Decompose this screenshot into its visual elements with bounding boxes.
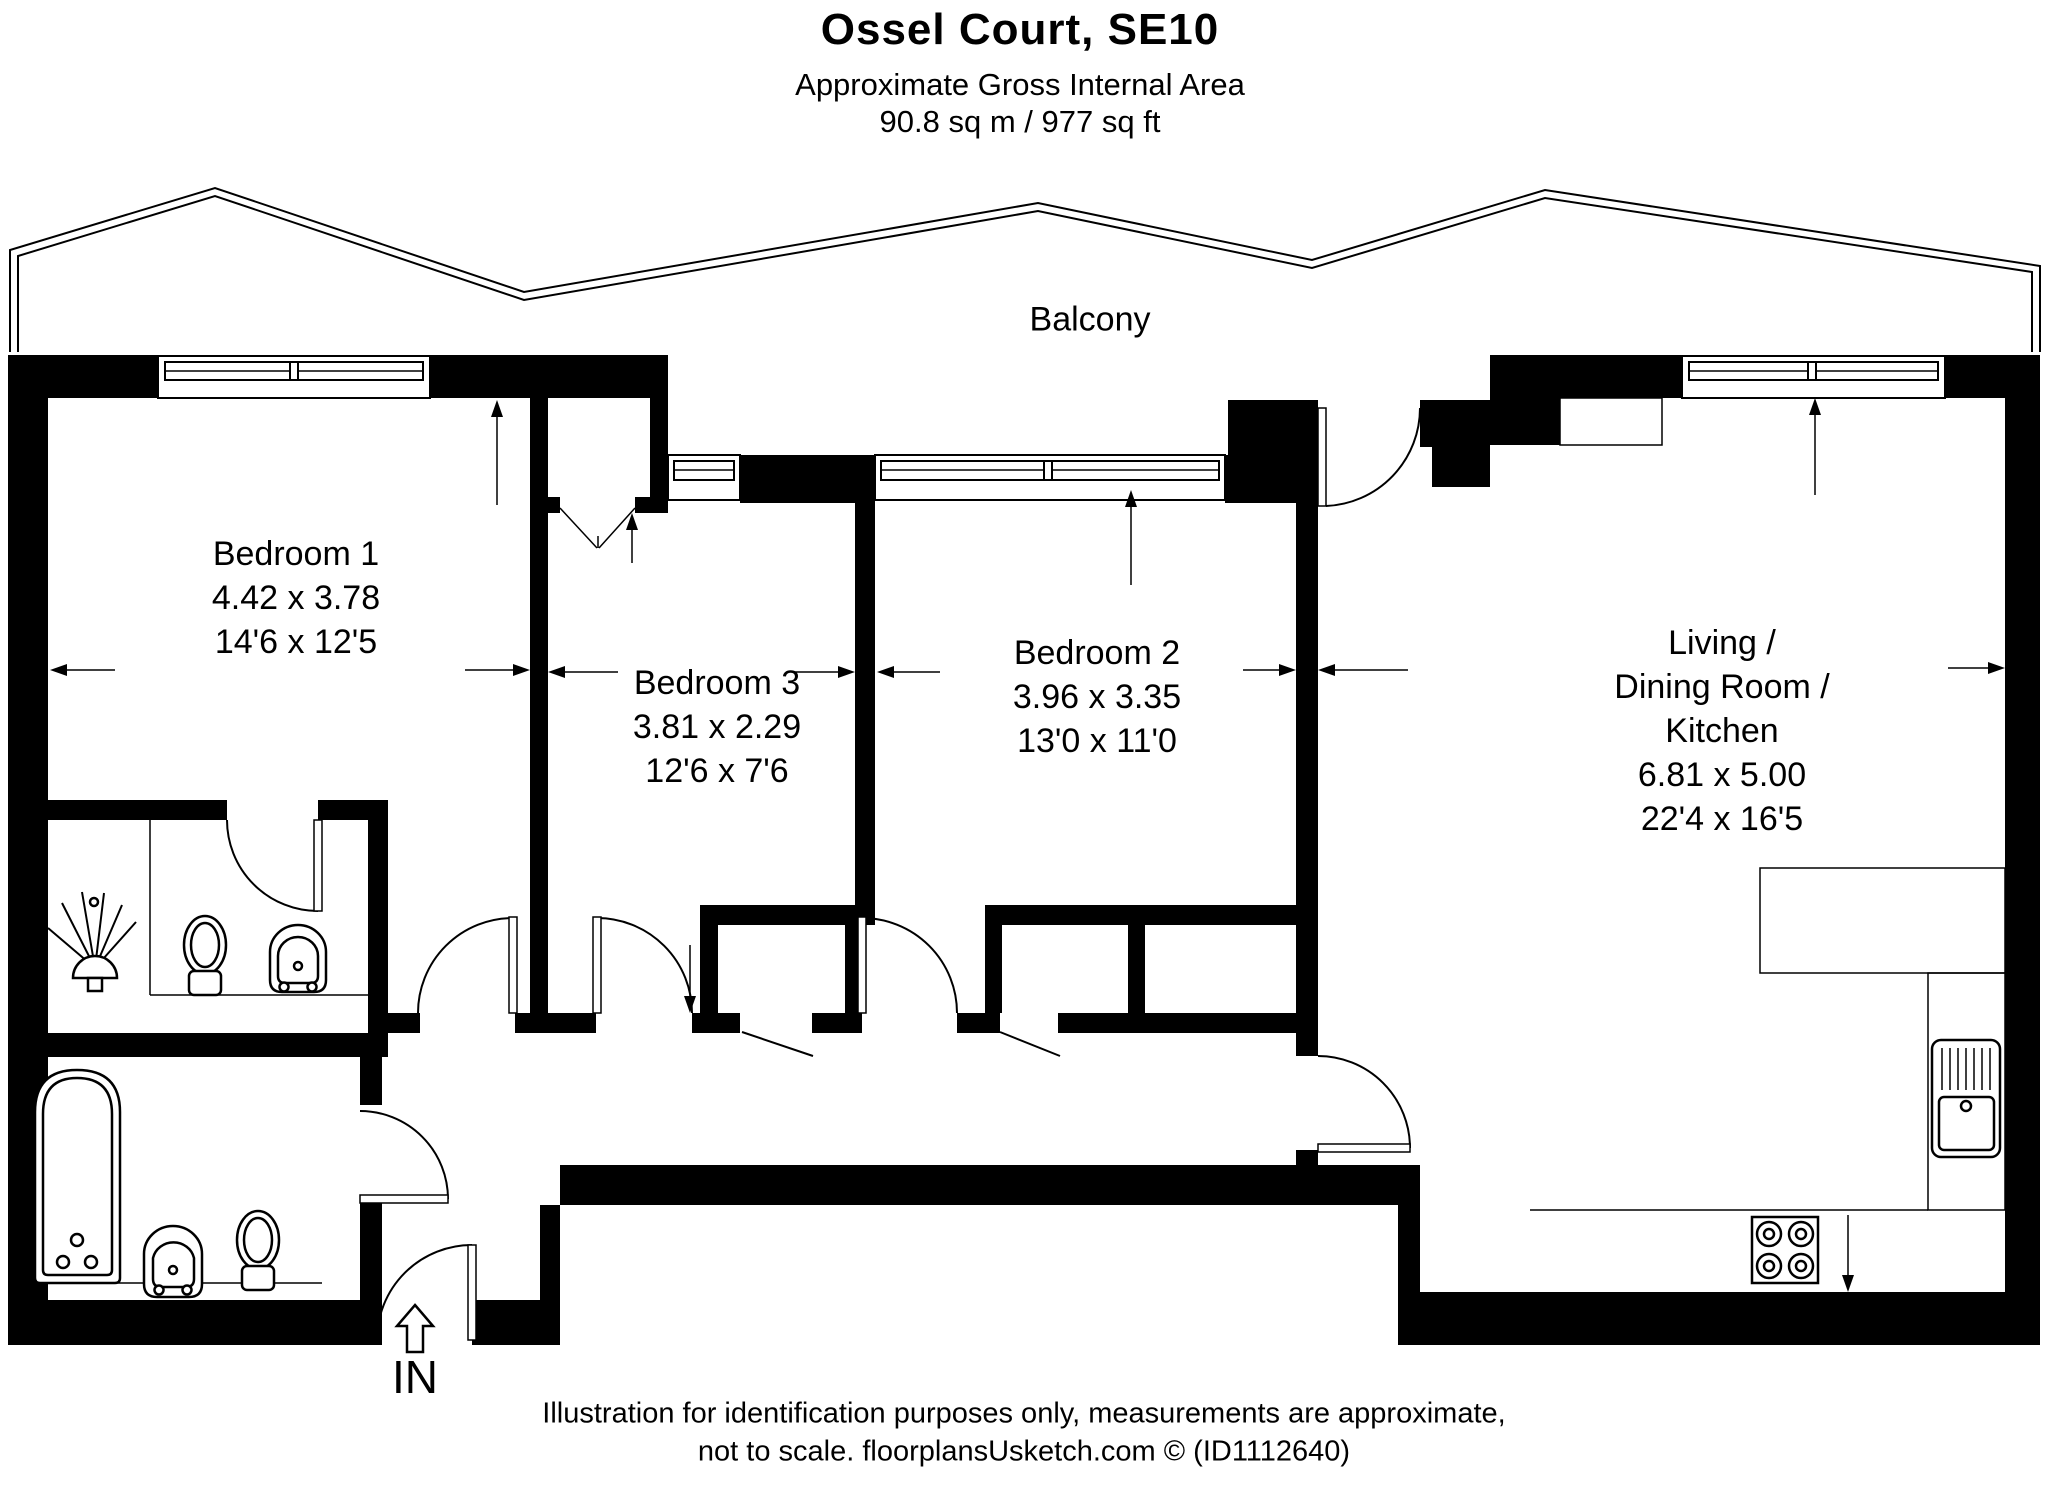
shower-room-door — [226, 819, 323, 912]
bedroom2-window — [874, 454, 1226, 501]
dimension-arrows — [50, 398, 2005, 1292]
wall-recess — [1559, 397, 1663, 446]
basin-bathroom — [118, 1224, 322, 1299]
balcony-outline — [9, 186, 2041, 352]
bedroom3-name: Bedroom 3 — [633, 664, 801, 702]
bedroom1-door — [417, 916, 518, 1014]
living-name-3: Kitchen — [1665, 712, 1779, 750]
entrance-door — [376, 1244, 477, 1341]
living-imperial: 22'4 x 16'5 — [1640, 800, 1804, 838]
living-name-1: Living / — [1668, 624, 1776, 662]
bathtub — [33, 1068, 122, 1285]
footer-line-1: Illustration for identification purposes… — [542, 1397, 1506, 1430]
shower — [47, 820, 368, 996]
kitchen-sink — [1930, 1038, 2002, 1159]
living-metric: 6.81 x 5.00 — [1637, 756, 1807, 794]
doors — [226, 407, 1422, 1341]
entrance-arrow-icon — [394, 1303, 436, 1354]
balcony-door — [1317, 407, 1422, 507]
entrance-label: IN — [392, 1351, 438, 1403]
page-title: Ossel Court, SE10 — [820, 5, 1220, 54]
bedroom3-imperial: 12'6 x 7'6 — [645, 752, 789, 790]
kitchen-counter — [1530, 867, 2006, 1211]
page-subtitle: Approximate Gross Internal Area — [795, 67, 1245, 102]
wardrobe-doors — [559, 507, 636, 549]
bedroom1-metric: 4.42 x 3.78 — [211, 579, 381, 617]
bedroom2-label: Bedroom 2 3.96 x 3.35 13'0 x 11'0 — [1013, 631, 1181, 763]
bedroom3-label: Bedroom 3 3.81 x 2.29 12'6 x 7'6 — [633, 661, 801, 793]
living-name-2: Dining Room / — [1614, 668, 1830, 706]
hob — [1750, 1215, 1820, 1285]
bathroom-door — [359, 1110, 449, 1204]
windows — [157, 355, 1946, 501]
basin-ensuite — [268, 923, 328, 994]
bedroom3-door — [592, 916, 693, 1014]
bedroom1-window — [157, 355, 431, 399]
bedroom1-label: Bedroom 1 4.42 x 3.78 14'6 x 12'5 — [212, 532, 380, 664]
closet-doors — [741, 1031, 1061, 1057]
living-window — [1681, 355, 1946, 399]
toilet-bathroom — [235, 1209, 281, 1292]
bedroom1-name: Bedroom 1 — [212, 535, 380, 573]
living-room-label: Living / Dining Room / Kitchen 6.81 x 5.… — [1614, 621, 1829, 841]
bedroom2-name: Bedroom 2 — [1013, 634, 1181, 672]
footer-line-2: not to scale. floorplansUsketch.com © (I… — [697, 1435, 1351, 1468]
bedroom2-metric: 3.96 x 3.35 — [1012, 678, 1182, 716]
balcony-label: Balcony — [1029, 300, 1151, 339]
toilet-ensuite — [182, 914, 228, 997]
bedroom3-metric: 3.81 x 2.29 — [632, 708, 802, 746]
bedroom1-imperial: 14'6 x 12'5 — [214, 623, 378, 661]
area-value: 90.8 sq m / 977 sq ft — [879, 104, 1161, 139]
living-room-door — [1317, 1055, 1411, 1153]
walls — [8, 355, 2040, 1345]
bedroom3-window — [667, 454, 741, 501]
bedroom2-imperial: 13'0 x 11'0 — [1017, 722, 1177, 760]
bedroom2-door — [857, 916, 958, 1014]
